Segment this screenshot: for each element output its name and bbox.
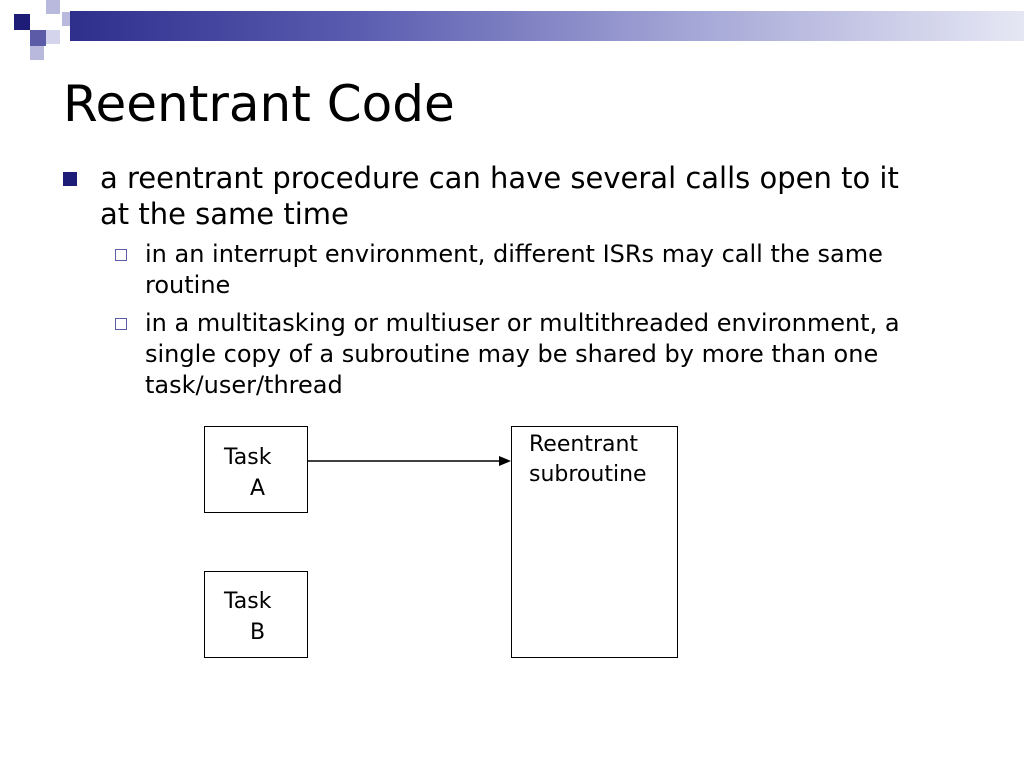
subroutine-label-line1: Reentrant <box>529 432 639 457</box>
reentrant-subroutine-box <box>511 426 678 658</box>
task-a-label-line2: A <box>250 476 266 501</box>
header-gradient-bar <box>70 11 1024 41</box>
task-b-box <box>204 571 308 658</box>
sub-bullet-hollow-square-icon <box>115 318 127 330</box>
sub-bullet-text: in an interrupt environment, different I… <box>145 240 883 299</box>
decor-square-light <box>30 46 44 60</box>
task-a-label-line1: Task <box>224 445 272 470</box>
bullet-square-icon <box>63 172 77 186</box>
slide-title: Reentrant Code <box>63 75 455 133</box>
sub-bullet-text: in a multitasking or multiuser or multit… <box>145 309 900 399</box>
task-b-label-line1: Task <box>224 589 272 614</box>
subroutine-label-line2: subroutine <box>529 462 647 487</box>
sub-bullet-hollow-square-icon <box>115 249 127 261</box>
task-b-label-line2: B <box>250 620 266 645</box>
decor-square-light <box>46 0 60 14</box>
decor-square-light <box>46 30 60 44</box>
bullet-text: a reentrant procedure can have several c… <box>100 161 899 231</box>
task-a-box <box>204 426 308 513</box>
decor-square-navy <box>14 14 30 30</box>
decor-square-mid <box>30 30 46 46</box>
